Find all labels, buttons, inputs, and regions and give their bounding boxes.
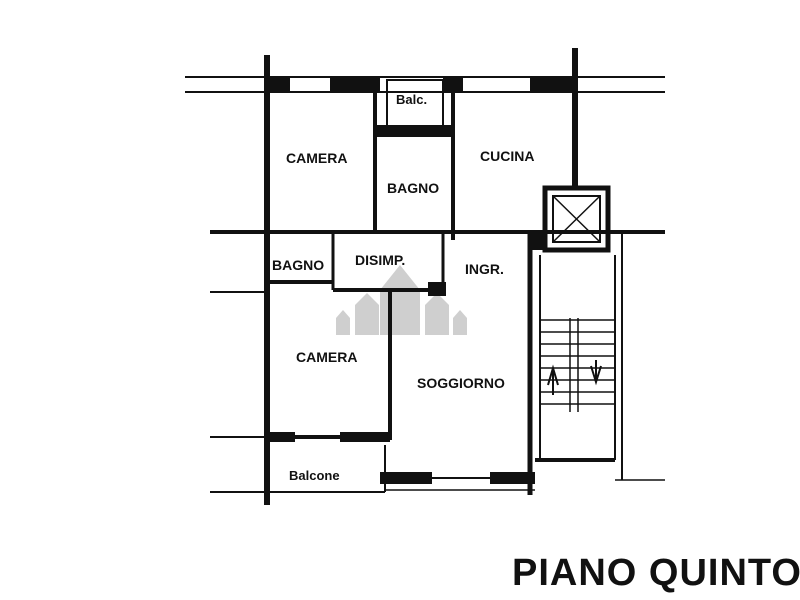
room-label-bagno-2: BAGNO <box>272 257 324 273</box>
stair-arrow-down-icon <box>590 360 602 386</box>
room-label-bagno: BAGNO <box>387 180 439 196</box>
room-label-disimp: DISIMP. <box>355 252 405 268</box>
walls <box>185 48 665 505</box>
room-label-cucina: CUCINA <box>480 148 534 164</box>
stair-arrow-up-icon <box>547 364 559 395</box>
room-label-ingr: INGR. <box>465 261 504 277</box>
room-label-soggiorno: SOGGIORNO <box>417 375 505 391</box>
room-label-balcone: Balcone <box>289 468 340 483</box>
room-label-camera-2: CAMERA <box>296 349 357 365</box>
watermark-houses-icon <box>336 265 467 335</box>
floor-title: PIANO QUINTO <box>512 552 800 594</box>
room-label-balc: Balc. <box>396 92 427 107</box>
room-label-camera: CAMERA <box>286 150 347 166</box>
